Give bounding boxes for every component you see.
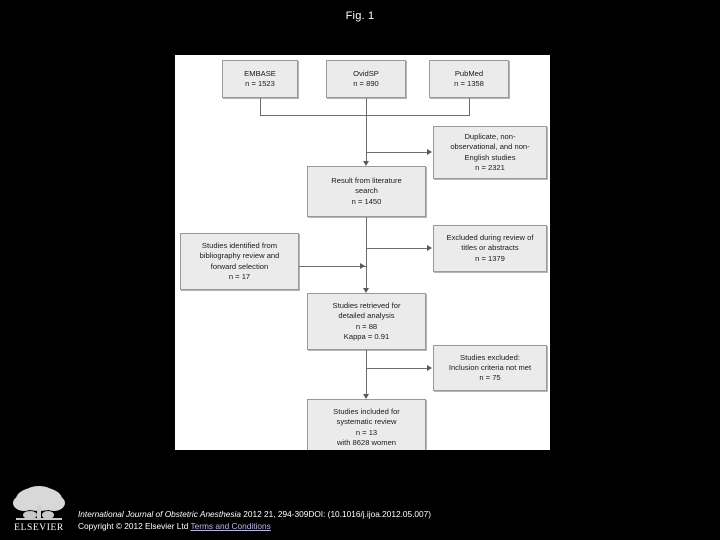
flow-node-excluded-criteria: Studies excluded: Inclusion criteria not… bbox=[433, 345, 547, 391]
flow-node-bibliography-line-0: Studies identified from bbox=[201, 241, 278, 251]
footer-copyright: Copyright © 2012 Elsevier Ltd bbox=[78, 521, 191, 531]
arrowhead-to-retrieved bbox=[362, 288, 369, 293]
flow-node-embase: EMBASE n = 1523 bbox=[222, 60, 298, 98]
flow-node-ovidsp-line-1: n = 890 bbox=[353, 79, 379, 88]
connector-retrieved-down bbox=[366, 350, 367, 397]
footer-citation: International Journal of Obstetric Anest… bbox=[78, 508, 678, 520]
arrowhead-to-duplicate bbox=[427, 148, 432, 155]
arrowhead-to-result bbox=[362, 161, 369, 166]
footer-copyright-row: Copyright © 2012 Elsevier Ltd Terms and … bbox=[78, 520, 678, 532]
flow-node-embase-line-1: n = 1523 bbox=[245, 79, 275, 88]
flow-node-bibliography-line-3: n = 17 bbox=[228, 271, 251, 281]
connector-result-down bbox=[366, 217, 367, 291]
flow-node-excluded-titles: Excluded during review of titles or abst… bbox=[433, 225, 547, 272]
arrowhead-to-excluded-criteria bbox=[427, 364, 432, 371]
flow-node-included-line-1: systematic review bbox=[336, 417, 397, 427]
flow-node-result-line-0: Result from literature bbox=[331, 176, 402, 186]
flow-node-included-line-2: n = 13 bbox=[355, 427, 378, 437]
flow-node-bibliography-line-1: bibliography review and bbox=[199, 251, 280, 261]
terms-and-conditions-link[interactable]: Terms and Conditions bbox=[190, 521, 271, 531]
flow-node-excluded-titles-line-1: titles or abstracts bbox=[461, 243, 519, 253]
elsevier-logo: ELSEVIER bbox=[8, 484, 70, 534]
flow-node-embase-line-0: EMBASE bbox=[244, 68, 276, 78]
flow-node-excluded-criteria-line-1: Inclusion criteria not met bbox=[448, 362, 532, 372]
flow-node-pubmed: PubMed n = 1358 bbox=[429, 60, 509, 98]
flow-node-result: Result from literature search n = 1450 bbox=[307, 166, 426, 217]
connector-bibliography-to-trunk bbox=[299, 266, 366, 267]
connector-result-to-excluded-titles bbox=[366, 248, 428, 249]
arrowhead-bibliography-join bbox=[360, 262, 365, 269]
flow-node-duplicate-line-1: observational, and non- bbox=[450, 142, 530, 152]
page-title: Fig. 1 bbox=[345, 10, 375, 22]
svg-text:ELSEVIER: ELSEVIER bbox=[14, 523, 64, 533]
flow-node-retrieved-line-1: detailed analysis bbox=[338, 311, 395, 321]
flow-node-retrieved-line-0: Studies retrieved for bbox=[332, 301, 401, 311]
flow-node-pubmed-line-1: n = 1358 bbox=[454, 79, 484, 88]
flow-node-excluded-criteria-line-2: n = 75 bbox=[479, 373, 501, 383]
footer: International Journal of Obstetric Anest… bbox=[78, 508, 678, 532]
flow-node-bibliography: Studies identified from bibliography rev… bbox=[180, 233, 299, 290]
flow-node-ovidsp-line-0: OvidSP bbox=[353, 68, 379, 78]
connector-ovidsp-down bbox=[366, 98, 367, 115]
flow-node-pubmed-line-0: PubMed bbox=[454, 68, 484, 78]
connector-merge-bar bbox=[260, 115, 470, 116]
connector-pubmed-down bbox=[469, 98, 470, 115]
flow-node-included: Studies included for systematic review n… bbox=[307, 399, 426, 450]
flow-node-retrieved: Studies retrieved for detailed analysis … bbox=[307, 293, 426, 350]
flow-node-included-line-0: Studies included for bbox=[333, 407, 400, 417]
figure-canvas: EMBASE n = 1523 OvidSP n = 890 PubMed n … bbox=[175, 55, 550, 450]
connector-trunk-to-duplicate bbox=[366, 152, 428, 153]
flow-node-excluded-titles-line-0: Excluded during review of bbox=[446, 233, 534, 243]
connector-retrieved-to-excluded-criteria bbox=[366, 368, 428, 369]
arrowhead-to-excluded-titles bbox=[427, 244, 432, 251]
footer-citation-journal: International Journal of Obstetric Anest… bbox=[78, 509, 241, 519]
flow-node-included-line-3: with 8628 women bbox=[336, 437, 397, 447]
flow-node-result-line-1: search bbox=[355, 186, 378, 196]
flow-node-duplicate: Duplicate, non- observational, and non- … bbox=[433, 126, 547, 179]
flow-node-excluded-criteria-line-0: Studies excluded: bbox=[460, 352, 520, 362]
flow-node-duplicate-line-0: Duplicate, non- bbox=[464, 132, 516, 142]
connector-embase-down bbox=[260, 98, 261, 115]
flow-node-retrieved-line-3: Kappa = 0.91 bbox=[343, 331, 390, 341]
flow-node-duplicate-line-3: n = 2321 bbox=[475, 162, 505, 172]
flow-node-duplicate-line-2: English studies bbox=[464, 152, 516, 162]
flow-node-excluded-titles-line-2: n = 1379 bbox=[475, 253, 505, 263]
flow-node-retrieved-line-2: n = 88 bbox=[355, 321, 378, 331]
flow-node-result-line-2: n = 1450 bbox=[351, 196, 382, 206]
footer-citation-detail: 2012 21, 294-309DOI: (10.1016/j.ijoa.201… bbox=[240, 509, 432, 519]
flow-node-bibliography-line-2: forward selection bbox=[210, 261, 269, 271]
flow-node-ovidsp: OvidSP n = 890 bbox=[326, 60, 406, 98]
arrowhead-to-included bbox=[362, 394, 369, 399]
connector-trunk-to-result bbox=[366, 115, 367, 163]
